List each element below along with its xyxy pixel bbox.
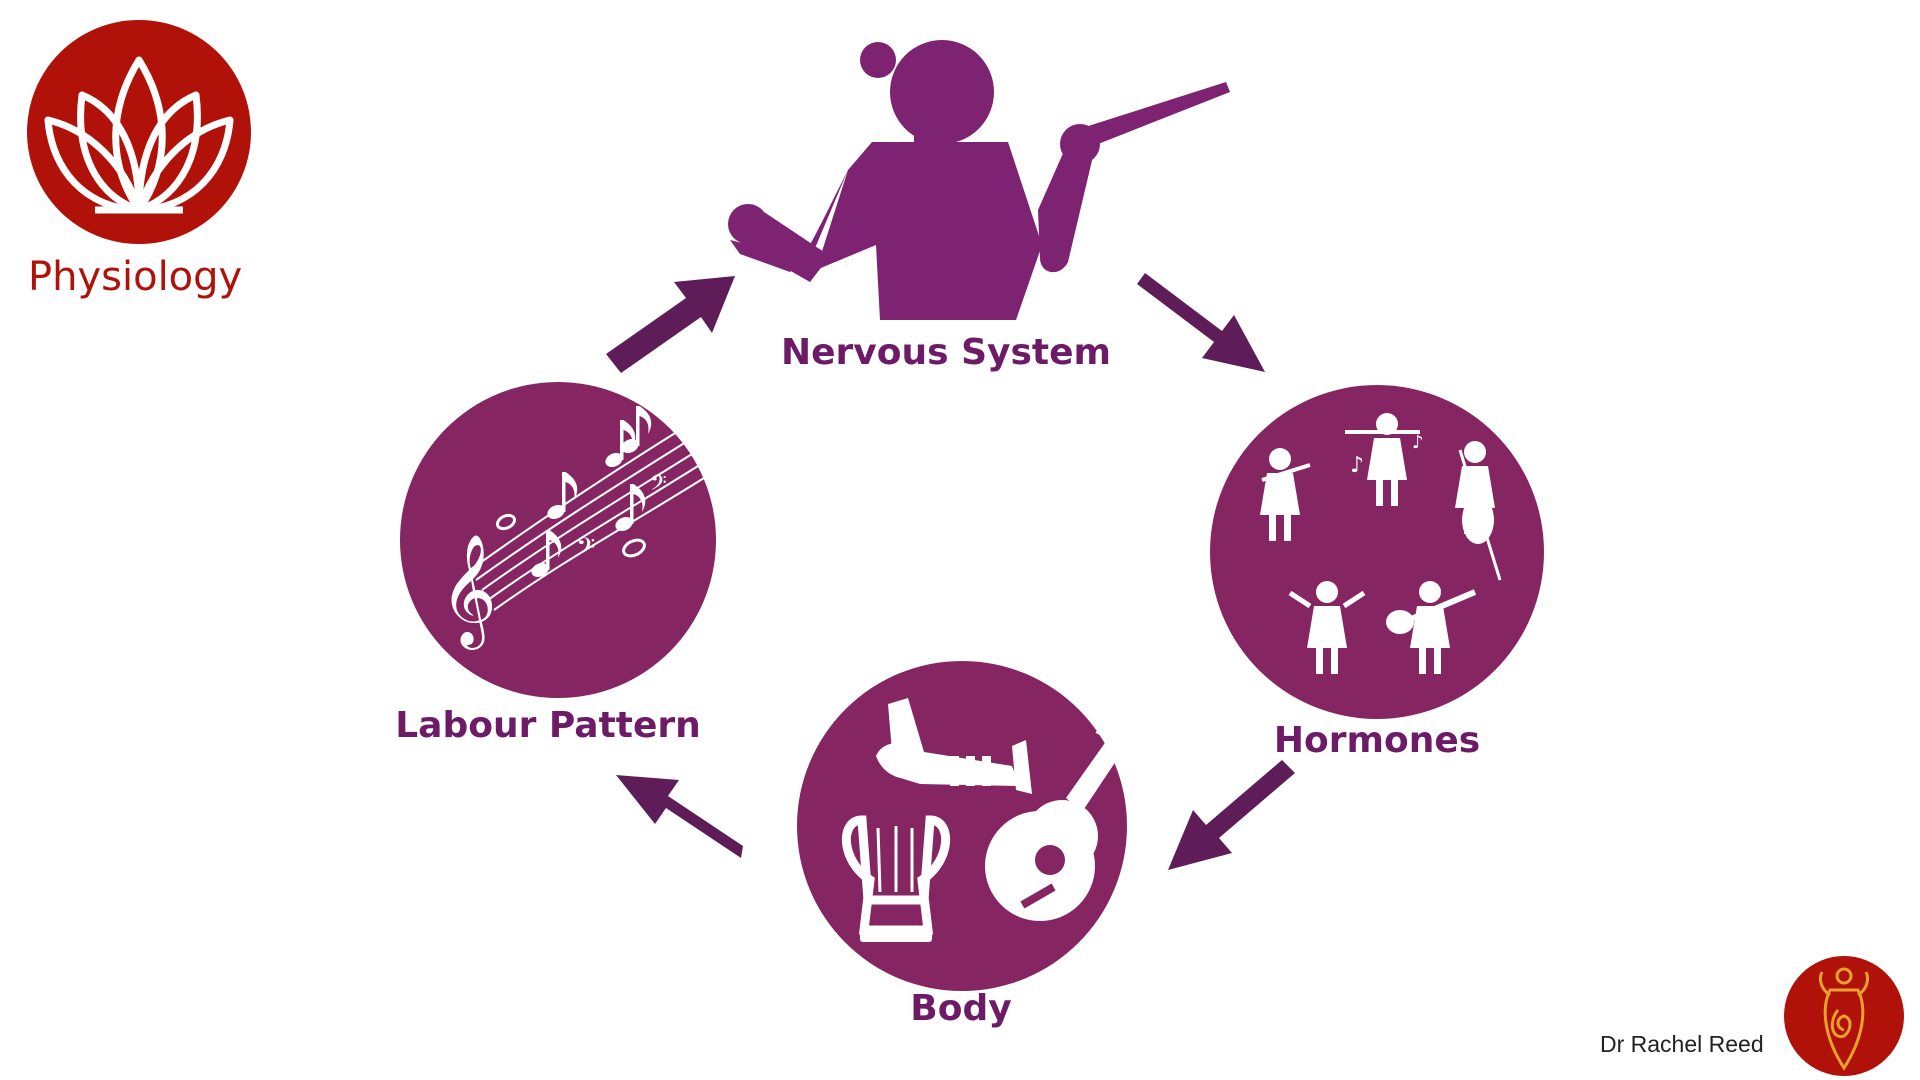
arrow-nervous-to-hormones <box>1137 273 1265 372</box>
body-label: Body <box>910 988 1012 1029</box>
arrow-body-to-labour <box>616 775 743 858</box>
conductor-icon <box>728 40 1230 320</box>
nervous-system-label: Nervous System <box>780 332 1112 373</box>
labour-pattern-label: Labour Pattern <box>395 705 701 746</box>
svg-text:𝄢: 𝄢 <box>650 471 667 501</box>
svg-text:𝄞: 𝄞 <box>440 533 497 650</box>
arrow-hormones-to-body <box>1168 760 1295 870</box>
svg-text:𝄢: 𝄢 <box>576 533 595 568</box>
music-notes-icon: 𝄞 𝄢 𝄢 <box>440 406 705 650</box>
arrow-labour-to-nervous <box>606 276 735 373</box>
brand-title: Physiology <box>28 254 243 300</box>
lotus-icon <box>44 56 234 214</box>
hormones-label: Hormones <box>1273 720 1481 761</box>
instruments-icon <box>842 698 1135 942</box>
svg-text:♪: ♪ <box>1412 432 1424 453</box>
lotus-logo <box>27 20 251 244</box>
orchestra-musicians-icon: ♪ ♪ <box>1260 413 1502 674</box>
hormones-circle <box>1210 385 1544 719</box>
goddess-logo <box>1784 956 1904 1076</box>
author-credit: Dr Rachel Reed <box>1600 1031 1764 1057</box>
goddess-spiral-icon <box>1818 967 1870 1071</box>
svg-text:♪: ♪ <box>1350 453 1364 478</box>
